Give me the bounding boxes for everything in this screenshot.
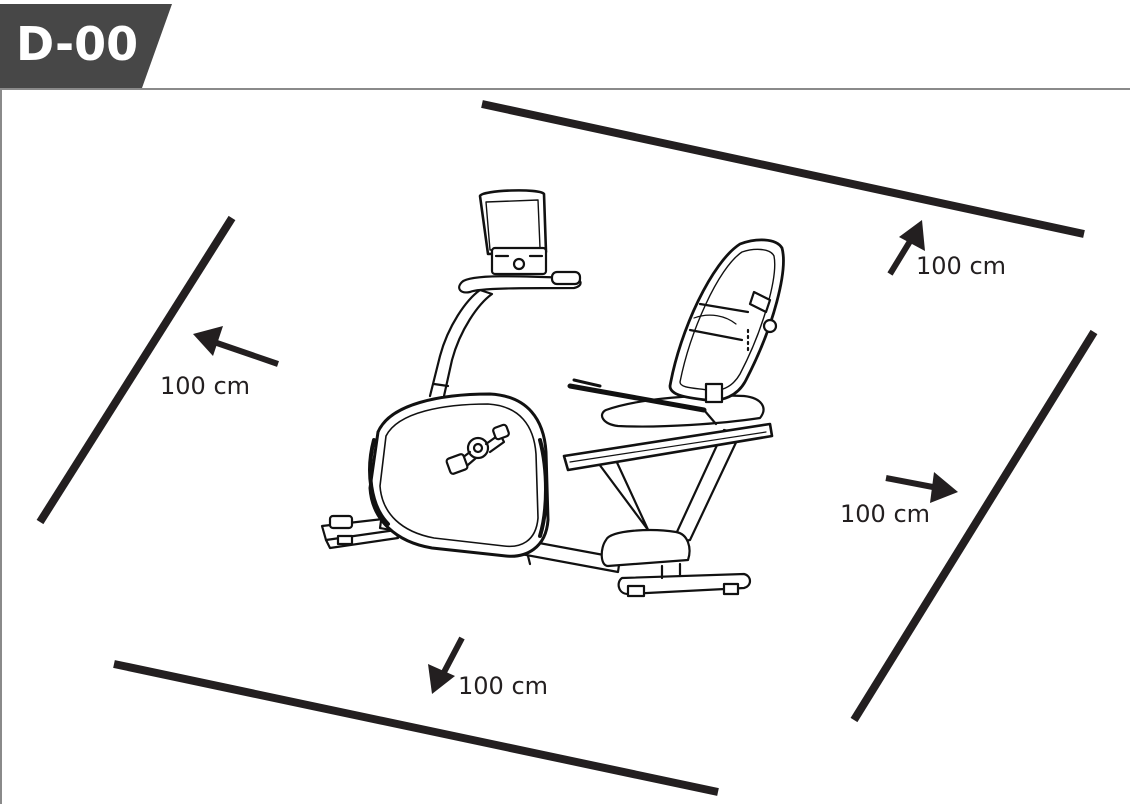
seat-adjust-knob bbox=[746, 290, 778, 352]
arrow-down-icon bbox=[428, 636, 465, 694]
boundary-line-top bbox=[481, 100, 1085, 238]
front-mast bbox=[428, 288, 494, 398]
step-tab bbox=[0, 4, 172, 88]
console bbox=[478, 189, 548, 276]
flywheel-shroud bbox=[368, 392, 550, 558]
seat-cushion bbox=[567, 378, 765, 428]
backrest bbox=[668, 238, 785, 404]
frame-border bbox=[0, 88, 1130, 804]
clearance-label-right: 100 cm bbox=[840, 500, 931, 528]
pedal-crank bbox=[445, 423, 510, 475]
clearance-label-bottom: 100 cm bbox=[458, 672, 549, 700]
arrow-left-icon bbox=[193, 326, 279, 367]
step-code: D-00 bbox=[16, 17, 139, 71]
arrow-up-icon bbox=[887, 220, 925, 276]
seat-rail bbox=[562, 422, 774, 472]
arrow-right-icon bbox=[885, 472, 958, 503]
boundary-line-bottom bbox=[113, 660, 719, 796]
front-handlebar bbox=[458, 270, 582, 294]
clearance-label-top: 100 cm bbox=[916, 252, 1007, 280]
boundary-line-right bbox=[850, 329, 1098, 723]
clearance-label-left: 100 cm bbox=[160, 372, 251, 400]
recumbent-bike-icon bbox=[320, 189, 785, 598]
boundary-line-left bbox=[36, 215, 236, 525]
